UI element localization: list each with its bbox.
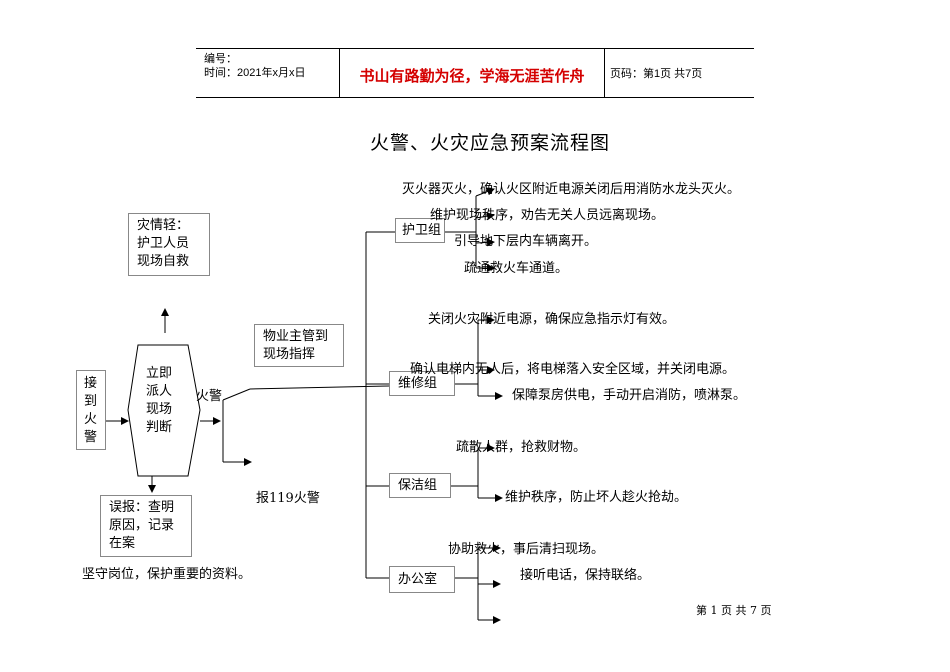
guard-group-box: 护卫组 — [395, 218, 445, 243]
manager-box: 物业主管到 现场指挥 — [254, 324, 344, 367]
document-header: 编号： 时间：2021年x月x日 书山有路勤为径，学海无涯苦作舟 页码：第1页 … — [196, 48, 754, 98]
page-title: 火警、火灾应急预案流程图 — [370, 133, 611, 154]
motto: 书山有路勤为径，学海无涯苦作舟 — [359, 68, 585, 85]
maintenance-group-label: 维修组 — [398, 376, 438, 391]
receive-alarm-box: 接到火警 — [76, 370, 106, 450]
dispatch-text-1: 立即 — [146, 366, 173, 381]
office-group-box: 办公室 — [389, 566, 455, 593]
office-group-label: 办公室 — [398, 572, 438, 587]
maintenance-task-2: 确认电梯内无人后，将电梯落入安全区域，并关闭电源。 — [410, 362, 736, 377]
header-page-cell: 页码：第1页 共7页 — [604, 49, 754, 97]
minor-fire-line-1: 灾情轻： — [137, 218, 190, 233]
office-task-1: 协助救火，事后清扫现场。 — [448, 542, 605, 557]
receive-alarm-text: 接到火警 — [84, 376, 98, 445]
dispatch-text-2: 派人 — [146, 384, 173, 399]
minor-fire-box: 灾情轻： 护卫人员 现场自救 — [128, 213, 210, 276]
maintenance-group-box: 维修组 — [389, 371, 455, 396]
report-119-label: 报119火警 — [256, 491, 320, 506]
code-label: 编号： — [204, 53, 237, 65]
maintenance-task-1: 关闭火灾附近电源，确保应急指示灯有效。 — [428, 312, 676, 327]
guard-post-note: 坚守岗位，保护重要的资料。 — [82, 567, 252, 582]
guard-task-3: 引导地下层内车辆离开。 — [454, 234, 598, 249]
maintenance-task-3: 保障泵房供电，手动开启消防，喷淋泵。 — [512, 388, 747, 403]
guard-group-label: 护卫组 — [402, 223, 442, 238]
guard-task-2: 维护现场秩序，劝告无关人员远离现场。 — [430, 208, 665, 223]
cleaning-task-1: 疏散人群，抢救财物。 — [456, 440, 587, 455]
dispatch-text-3: 现场 — [146, 402, 173, 417]
fire-alarm-label: 火警 — [196, 389, 223, 404]
false-alarm-line-1: 误报：查明 — [109, 500, 175, 515]
cleaning-group-label: 保洁组 — [398, 478, 438, 493]
false-alarm-line-2: 原因，记录 — [109, 518, 175, 533]
page-footer: 第 1 页 共 7 页 — [696, 604, 772, 617]
cleaning-group-box: 保洁组 — [389, 473, 451, 498]
manager-line-1: 物业主管到 — [263, 329, 329, 344]
minor-fire-line-3: 现场自救 — [137, 254, 190, 269]
time-label: 时间：2021年x月x日 — [204, 67, 306, 79]
manager-line-2: 现场指挥 — [263, 347, 316, 362]
header-meta-cell: 编号： 时间：2021年x月x日 — [196, 49, 339, 97]
page-label: 页码：第1页 共7页 — [610, 68, 703, 80]
cleaning-task-2: 维护秩序，防止坏人趁火抢劫。 — [505, 490, 688, 505]
dispatch-text-4: 判断 — [146, 420, 173, 435]
minor-fire-line-2: 护卫人员 — [137, 236, 190, 251]
office-task-2: 接听电话，保持联络。 — [520, 568, 651, 583]
false-alarm-line-3: 在案 — [109, 536, 136, 551]
dispatch-hexagon — [127, 344, 201, 477]
header-motto-cell: 书山有路勤为径，学海无涯苦作舟 — [339, 49, 605, 97]
guard-task-4: 疏通救火车通道。 — [464, 261, 569, 276]
guard-task-1: 灭火器灭火，确认火区附近电源关闭后用消防水龙头灭火。 — [402, 182, 741, 197]
false-alarm-box: 误报：查明 原因，记录 在案 — [100, 495, 192, 557]
